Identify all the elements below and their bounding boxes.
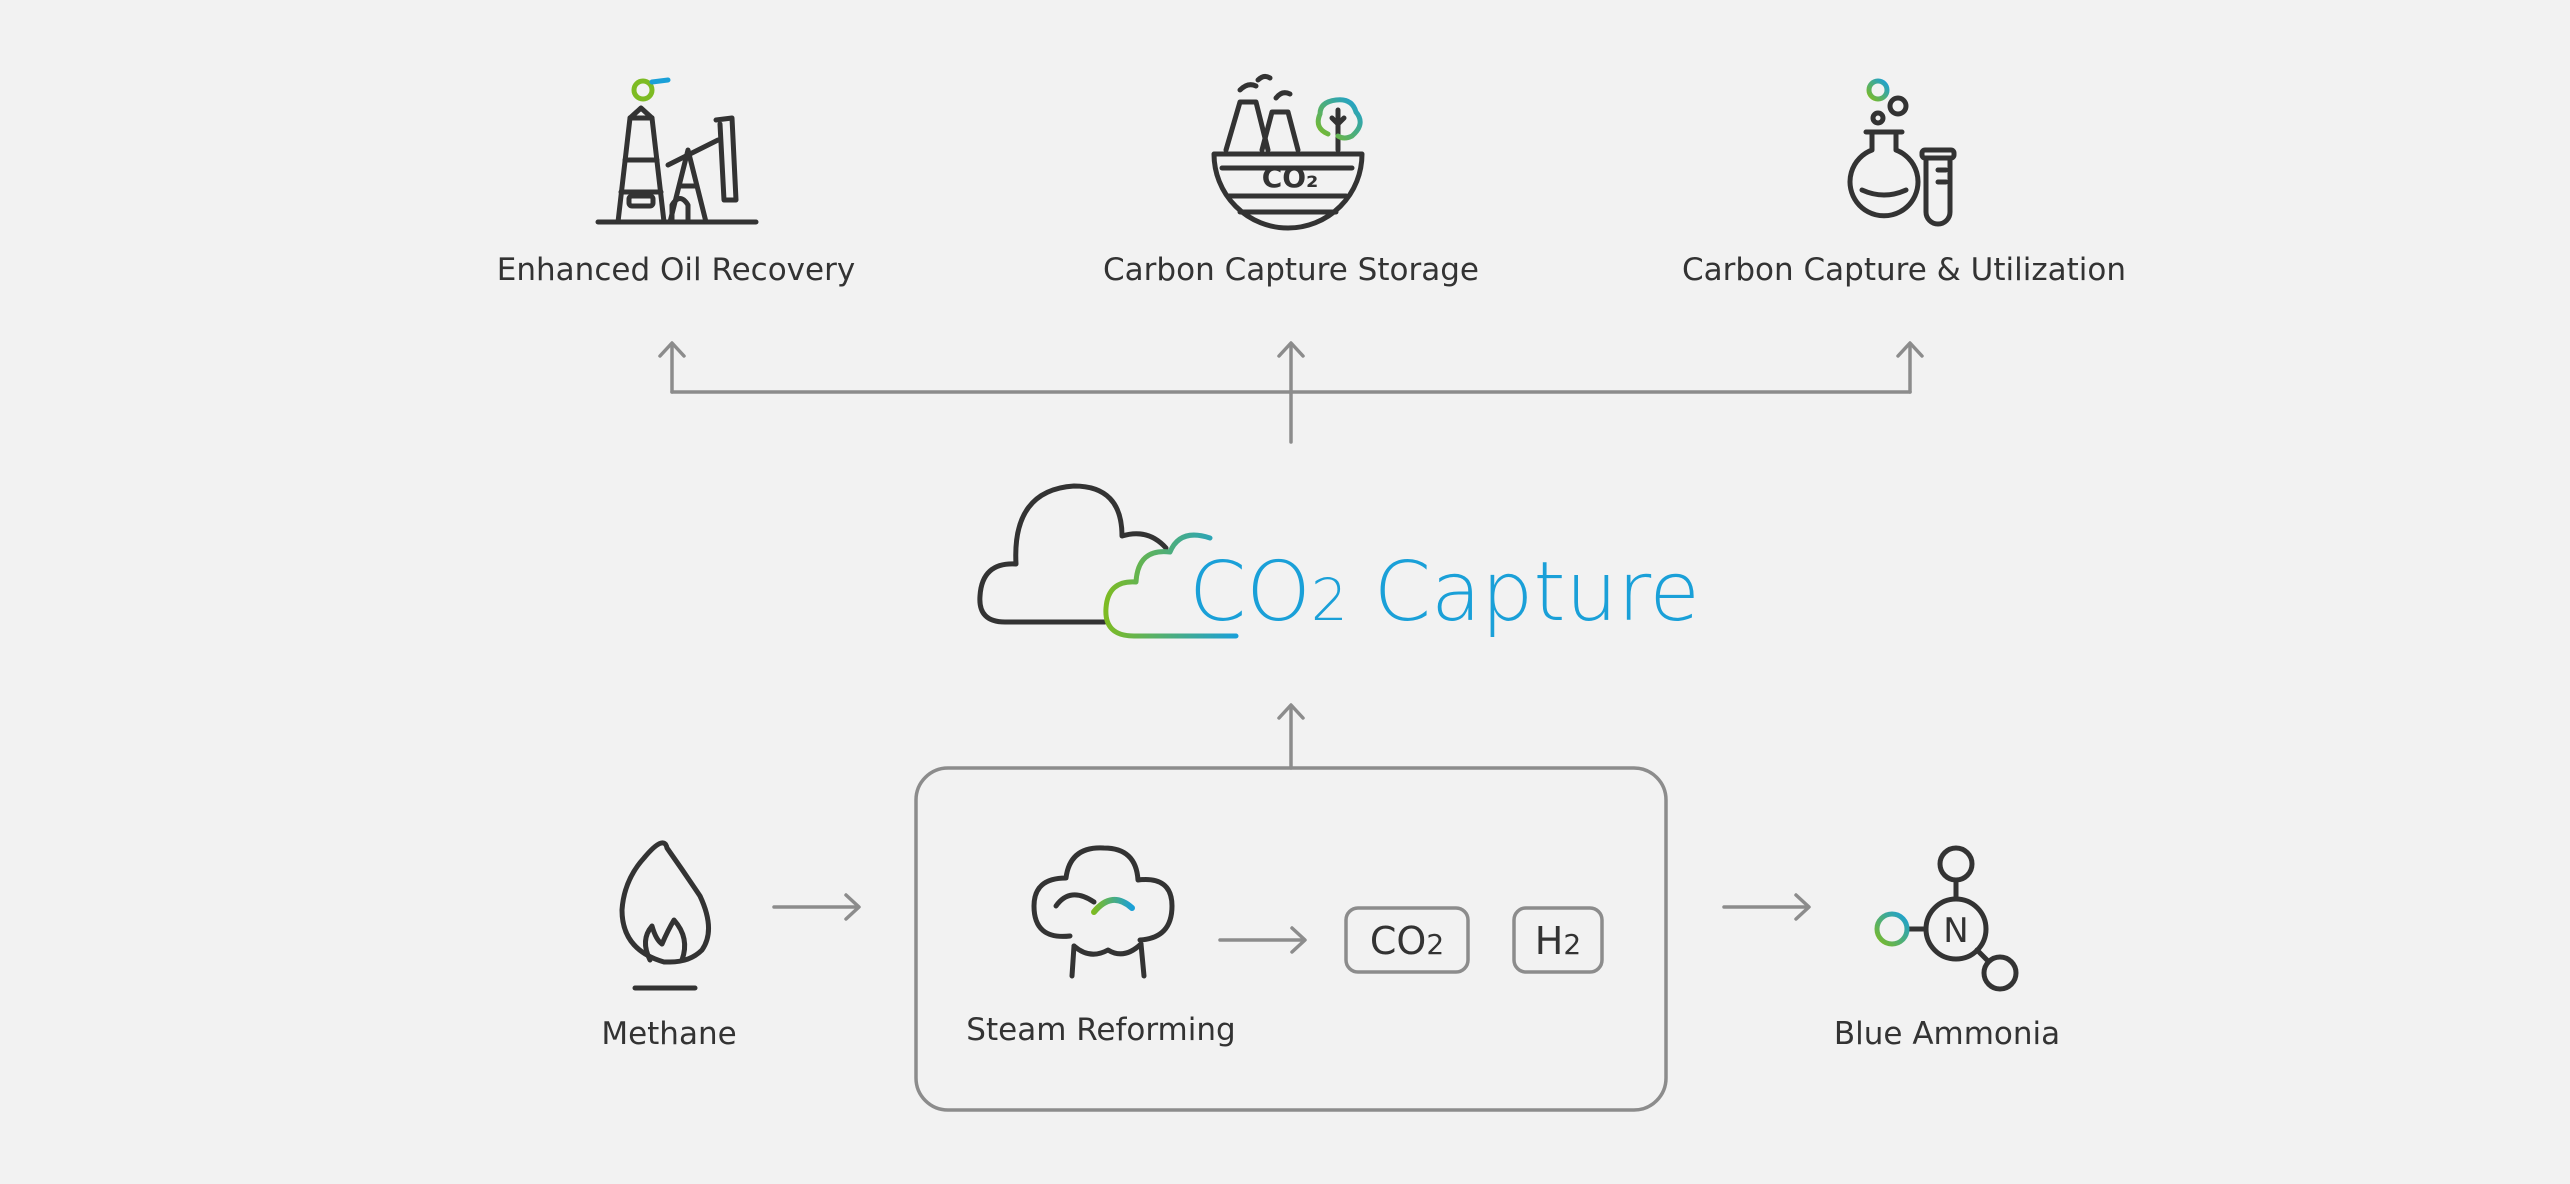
arrow-right-icon <box>1218 926 1307 954</box>
distribution-connector <box>670 342 1912 444</box>
molecule-atom-label: N <box>1943 911 1968 951</box>
oil-derrick-pumpjack-icon <box>595 105 759 225</box>
flame-icon <box>619 840 711 991</box>
capture-connector <box>1277 703 1305 770</box>
co2-capture-title: CO2 Capture <box>1189 545 1700 640</box>
output-label-ccu: Carbon Capture & Utilization <box>1682 252 2126 288</box>
step-label-steam-reforming: Steam Reforming <box>966 1012 1235 1048</box>
tree-icon <box>1315 97 1363 141</box>
ammonia-molecule-icon <box>1905 845 2019 992</box>
reforming-box <box>914 766 1668 1112</box>
arrow-right-icon <box>1722 893 1811 921</box>
steam-accent-icon <box>1091 897 1135 915</box>
arrow-up-icon <box>1277 703 1305 720</box>
bubble-icon <box>1866 78 1890 102</box>
product-chip-h2 <box>1512 906 1604 974</box>
flask-test-tube-icon <box>1847 95 1957 227</box>
output-label-blue-ammonia: Blue Ammonia <box>1834 1016 2060 1052</box>
product-co2-label: CO2 <box>1370 919 1444 963</box>
arrow-up-icon <box>658 341 1924 358</box>
arrow-right-icon <box>772 893 861 921</box>
steam-cloud-icon <box>1031 845 1175 979</box>
gas-drop-icon <box>631 77 671 102</box>
hydrogen-atom-icon <box>1874 911 1910 947</box>
storage-co2-label: CO₂ <box>1262 161 1319 194</box>
output-label-eor: Enhanced Oil Recovery <box>497 252 855 288</box>
output-label-ccs: Carbon Capture Storage <box>1103 252 1479 288</box>
product-chip-co2 <box>1344 906 1470 974</box>
co2-storage-basin-icon <box>1211 73 1365 231</box>
product-h2-label: H2 <box>1535 919 1581 963</box>
clouds-icon <box>977 483 1239 639</box>
input-label-methane: Methane <box>601 1016 736 1052</box>
